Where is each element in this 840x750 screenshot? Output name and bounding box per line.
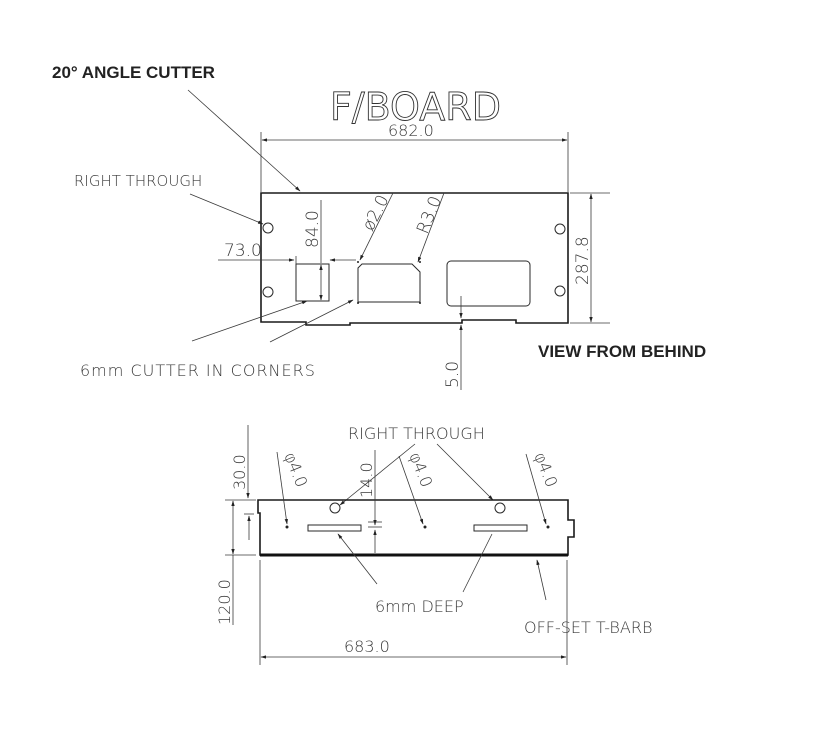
top-offset-dimension: 30.0 xyxy=(230,454,249,490)
hole-dia-leader xyxy=(359,192,394,261)
pilot-hole xyxy=(285,525,289,529)
pilot-hole-leader xyxy=(525,453,547,525)
right-through-leader-side xyxy=(339,443,416,506)
left-offset-dimension: 73.0 xyxy=(224,241,262,261)
slot-offset-dimension: 14.0 xyxy=(357,462,376,498)
mount-hole xyxy=(554,223,566,235)
pilot-hole-dim-1: φ4.0 xyxy=(280,449,311,489)
drawing-title: F/BOARD xyxy=(330,85,501,129)
mount-hole xyxy=(262,286,274,298)
cutter-corners-note: 6mm CUTTER IN CORNERS xyxy=(80,361,316,380)
radius-leader xyxy=(417,192,445,263)
deep-leader xyxy=(337,533,378,585)
corner-dot xyxy=(357,302,359,304)
hole-dia-dimension: ø2.0 xyxy=(359,192,394,234)
mount-hole xyxy=(554,285,566,297)
right-cutout xyxy=(446,260,531,307)
radius-dimension: R3.0 xyxy=(413,193,446,237)
through-hole xyxy=(329,502,341,514)
pilot-hole-dim-2: φ4.0 xyxy=(405,449,436,489)
corner-dot xyxy=(419,302,421,304)
middle-cutout xyxy=(357,263,421,303)
pilot-hole xyxy=(423,525,427,529)
side-height-dimension: 120.0 xyxy=(215,579,234,625)
mount-hole xyxy=(262,222,274,234)
side-outline xyxy=(257,499,575,556)
cutout-height-dimension: 84.0 xyxy=(303,210,323,248)
view-from-behind-note: VIEW FROM BEHIND xyxy=(538,342,706,361)
slot xyxy=(307,524,362,532)
board-outline xyxy=(260,192,569,326)
tbarb-note: OFF-SET T-BARB xyxy=(524,618,652,637)
height-dimension: 287.8 xyxy=(573,236,593,285)
pilot-hole xyxy=(546,525,550,529)
pilot-hole-dim-3: φ4.0 xyxy=(530,449,561,489)
corner-dot xyxy=(419,261,421,263)
pilot-hole-leader xyxy=(276,451,288,525)
side-width-dimension: 683.0 xyxy=(344,637,390,656)
deep-leader xyxy=(462,533,493,593)
side-view: RIGHT THROUGH φ4.0 φ4.0 φ4.0 14.0 30.0 xyxy=(215,424,652,665)
slot xyxy=(473,524,528,532)
cutter-leader xyxy=(191,300,308,342)
right-through-leader-side xyxy=(436,443,494,501)
right-through-note-side: RIGHT THROUGH xyxy=(348,424,485,443)
pilot-hole-leader xyxy=(398,455,424,525)
width-dimension: 682.0 xyxy=(388,121,434,140)
small-cutout xyxy=(295,263,330,302)
right-through-note: RIGHT THROUGH xyxy=(74,172,202,190)
top-view: 682.0 RIGHT THROUGH 84.0 73.0 ø2.0 xyxy=(74,121,706,390)
through-hole xyxy=(494,502,506,514)
right-through-leader xyxy=(189,193,264,225)
bottom-offset-dimension: 5.0 xyxy=(443,361,463,388)
angle-cutter-leader xyxy=(187,89,301,192)
angle-cutter-note: 20° ANGLE CUTTER xyxy=(52,63,215,82)
corner-dot xyxy=(357,261,359,263)
deep-note: 6mm DEEP xyxy=(375,597,464,616)
tbarb-leader xyxy=(536,559,547,601)
cutter-leader xyxy=(269,299,354,343)
